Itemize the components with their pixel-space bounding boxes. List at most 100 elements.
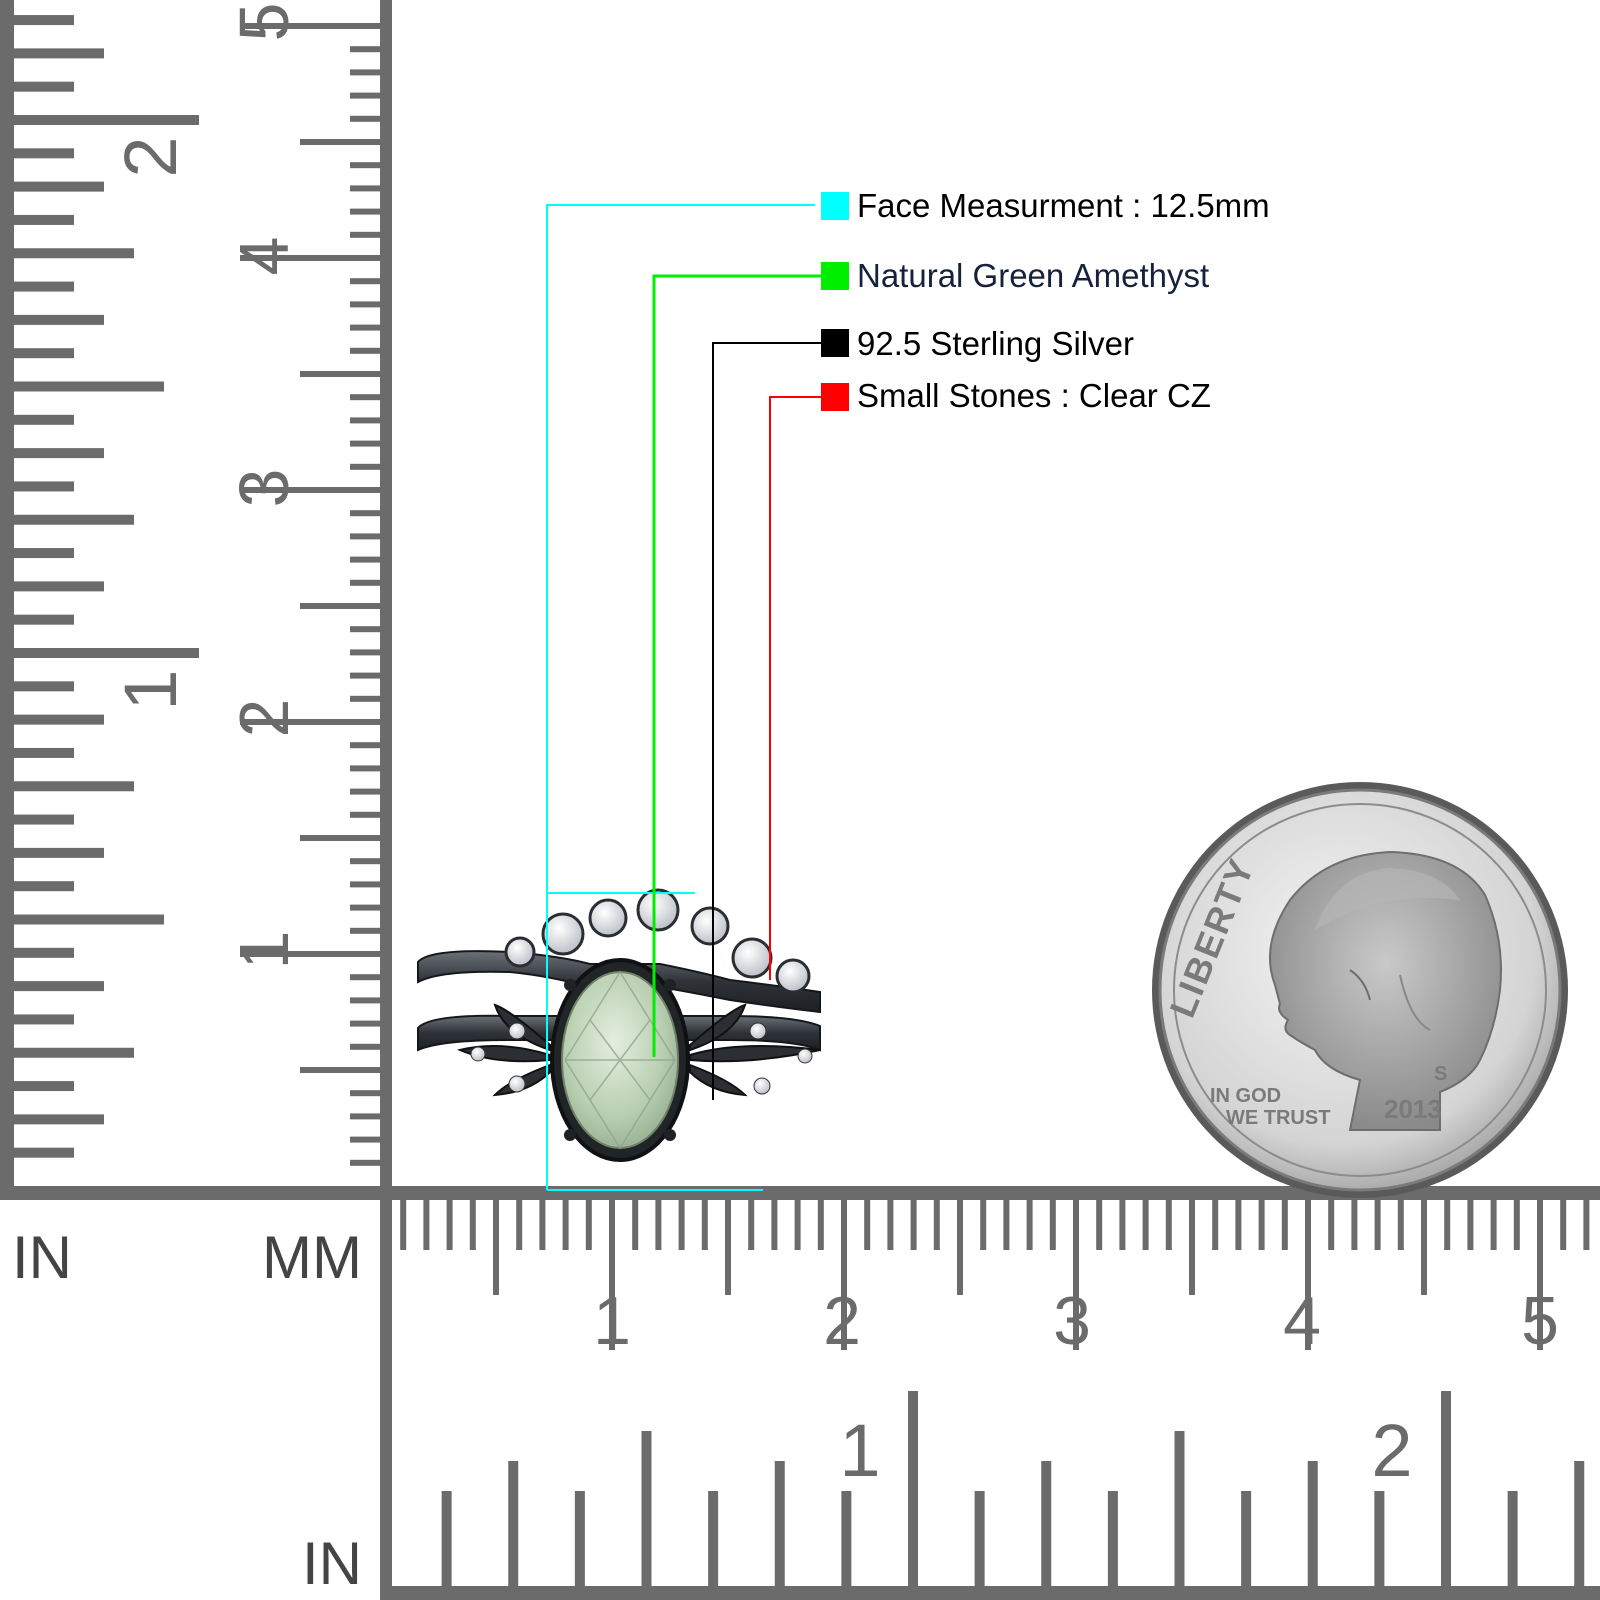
vruler-inch-tick bbox=[14, 514, 134, 525]
vruler-mm-tick bbox=[350, 1113, 380, 1120]
vruler-mm-tick bbox=[240, 23, 380, 29]
vruler-mm-tick bbox=[350, 1020, 380, 1027]
dime-coin: LIBERTY IN GOD WE TRUST S 2013 bbox=[1152, 782, 1568, 1198]
vruler-mm-tick bbox=[350, 324, 380, 331]
coin-mint-mark: S bbox=[1434, 1063, 1447, 1085]
hruler-mm-tick bbox=[910, 1200, 917, 1250]
hruler-mm-tick bbox=[632, 1200, 639, 1250]
vruler-inch-tick bbox=[14, 214, 74, 225]
horizontal-ruler: 1 2 3 4 5 1 2 bbox=[380, 1186, 1600, 1600]
hruler-inch-tick bbox=[441, 1491, 452, 1586]
vruler-inch-tick bbox=[14, 681, 74, 692]
vruler-inch-tick bbox=[14, 747, 74, 758]
vruler-inch-tick bbox=[14, 981, 104, 992]
hruler-mm-tick bbox=[933, 1200, 940, 1250]
hruler-mm-tick bbox=[1397, 1200, 1404, 1250]
hruler-mm-tick bbox=[678, 1200, 685, 1250]
vruler-inch-tick bbox=[14, 1014, 74, 1025]
vruler-mm-tick bbox=[350, 556, 380, 563]
hruler-mm-tick bbox=[446, 1200, 453, 1250]
vruler-inch-tick bbox=[14, 1147, 74, 1158]
hruler-inch-tick bbox=[1307, 1461, 1318, 1586]
hruler-mm-tick bbox=[1142, 1200, 1149, 1250]
vruler-inch-tick bbox=[14, 348, 74, 359]
hruler-mm-tick bbox=[1119, 1200, 1126, 1250]
vruler-inch-tick bbox=[14, 847, 104, 858]
hruler-mm-tick bbox=[1258, 1200, 1265, 1250]
hruler-mm-tick bbox=[957, 1200, 963, 1295]
vruler-mm-tick bbox=[350, 278, 380, 285]
vruler-inch-tick bbox=[14, 115, 199, 125]
hruler-inch-tick bbox=[841, 1491, 852, 1586]
vruler-mm-tick bbox=[350, 463, 380, 470]
hruler-mm-tick bbox=[725, 1200, 731, 1295]
hruler-mm-tick bbox=[539, 1200, 546, 1250]
green-amethyst-callout bbox=[652, 274, 821, 1057]
vertical-ruler: 1 2 1 2 3 4 5 bbox=[0, 0, 392, 1200]
hruler-mm-tick bbox=[1096, 1200, 1103, 1250]
left-unit-label: IN bbox=[12, 1224, 72, 1291]
hruler-inch-tick bbox=[1574, 1461, 1585, 1586]
vruler-mm-tick bbox=[350, 811, 380, 818]
vruler-mm-tick bbox=[350, 1136, 380, 1143]
vruler-mm-tick bbox=[350, 672, 380, 679]
hruler-mm-tick bbox=[980, 1200, 987, 1250]
hruler-mm-tick bbox=[1281, 1200, 1288, 1250]
vruler-mm-tick bbox=[350, 510, 380, 517]
hruler-mm-tick bbox=[1328, 1200, 1335, 1250]
vruler-mm-tick bbox=[350, 440, 380, 447]
vruler-mm-tick bbox=[350, 417, 380, 424]
bottom-unit-label: IN bbox=[302, 1530, 362, 1597]
prongs bbox=[564, 979, 676, 1141]
hruler-mm-tick bbox=[841, 1200, 847, 1350]
vruler-mm-tick bbox=[300, 371, 380, 377]
vruler-mm-tick bbox=[350, 765, 380, 772]
vruler-inch-tick bbox=[14, 81, 74, 92]
hruler-inch-tick bbox=[774, 1461, 785, 1586]
vruler-inch-tick bbox=[14, 914, 164, 925]
hruler-mm-tick bbox=[1513, 1200, 1520, 1250]
hruler-mm-tick bbox=[423, 1200, 430, 1250]
vruler-mm-tick bbox=[350, 162, 380, 169]
vruler-mm-tick bbox=[350, 1043, 380, 1050]
leaf-motif-right bbox=[689, 1003, 821, 1097]
vruler-mm-tick bbox=[350, 115, 380, 122]
hruler-mm-tick bbox=[1212, 1200, 1219, 1250]
vruler-cm-number-2: 2 bbox=[225, 699, 303, 738]
hruler-cm-number-5: 5 bbox=[1521, 1283, 1559, 1359]
vruler-inch-tick bbox=[14, 947, 74, 958]
vruler-mm-tick bbox=[350, 46, 380, 53]
hruler-mm-tick bbox=[1537, 1200, 1543, 1350]
hruler-mm-tick bbox=[609, 1200, 615, 1350]
mm-unit-label: MM bbox=[262, 1224, 362, 1291]
hruler-inch-tick bbox=[1507, 1491, 1518, 1586]
vruler-inch-tick bbox=[14, 181, 104, 192]
hruler-mm-tick bbox=[817, 1200, 824, 1250]
vruler-inch-tick bbox=[14, 148, 74, 159]
vruler-inch-tick bbox=[14, 1081, 74, 1092]
vruler-mm-tick bbox=[350, 626, 380, 633]
hruler-inch-tick bbox=[908, 1391, 918, 1586]
vruler-inch-tick bbox=[14, 814, 74, 825]
vruler-inch-tick bbox=[14, 414, 74, 425]
hruler-mm-tick bbox=[1467, 1200, 1474, 1250]
hruler-mm-tick bbox=[493, 1200, 499, 1295]
legend-sterling-silver: 92.5 Sterling Silver bbox=[857, 325, 1134, 362]
hruler-cm-number-4: 4 bbox=[1283, 1283, 1321, 1359]
hruler-mm-tick bbox=[400, 1200, 407, 1250]
vruler-mm-tick bbox=[350, 974, 380, 981]
vruler-inch-tick bbox=[14, 781, 134, 792]
vruler-inch-tick bbox=[14, 481, 74, 492]
vruler-mm-tick bbox=[240, 719, 380, 725]
vruler-mm-tick bbox=[350, 347, 380, 354]
hruler-mm-tick bbox=[1444, 1200, 1451, 1250]
hruler-inch-tick bbox=[974, 1491, 985, 1586]
vruler-inch-number-2: 2 bbox=[109, 136, 192, 177]
hruler-inch-tick bbox=[1174, 1431, 1185, 1586]
vruler-cm-number-5: 5 bbox=[225, 3, 303, 42]
hruler-cm-number-3: 3 bbox=[1053, 1283, 1091, 1359]
hruler-mm-tick bbox=[794, 1200, 801, 1250]
small-stones-callout bbox=[769, 396, 821, 980]
vruler-inch-number-1: 1 bbox=[109, 669, 192, 710]
